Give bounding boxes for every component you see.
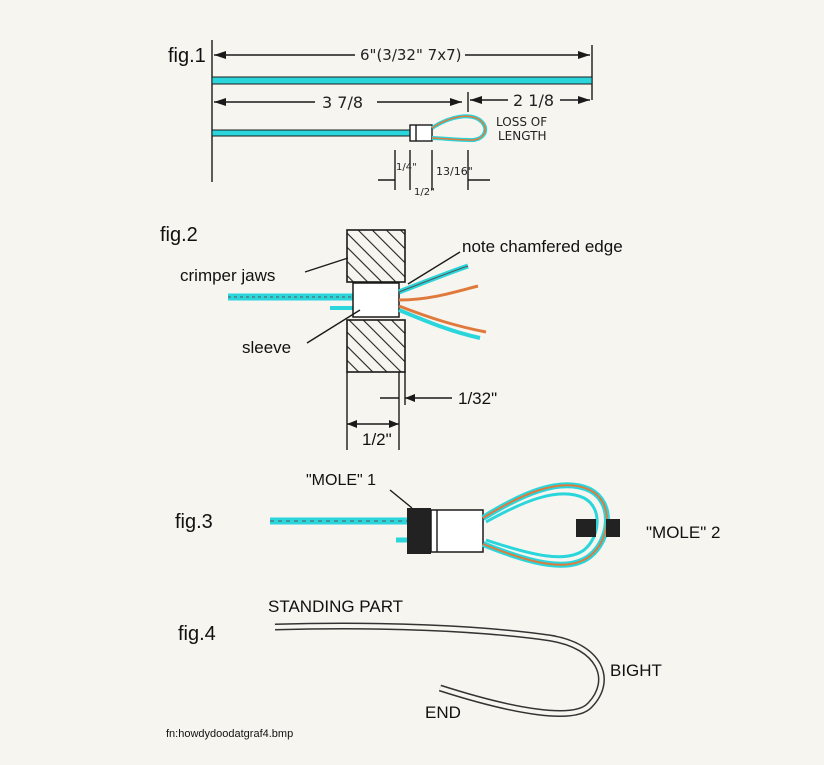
fig2-leader-jaws [304,257,349,273]
fig1-eye-loop [430,114,488,143]
fig2-strand-orange-lower [398,304,487,334]
figure-3: fig.3 "MOLE" 1 "MOLE" 2 [175,472,720,568]
fig1-label-mask [508,89,560,109]
fig3-mole2 [576,519,596,537]
fig1-right-length: 2 1/8 [513,91,554,110]
fig3-mole1 [407,508,431,554]
fig3-eye-inner [485,492,599,559]
fig1-arrowhead [578,96,590,104]
fig1-label-mask [355,42,465,64]
fig4-end: END [425,703,461,722]
fig1-dim-thirteen: 13/16" [436,165,473,178]
fig2-lower-jaw [346,319,406,373]
fig1-arrowhead [578,51,590,59]
fig1-arrowhead [470,96,482,104]
fig2-width-label: 1/2" [362,430,392,449]
fig2-upper-jaw [346,229,406,283]
footer-filename: fn:howdydoodatgraf4.bmp [166,728,293,740]
fig2-label: fig.2 [160,224,198,246]
fig3-mole2-jaw [606,519,620,537]
fig3-mole1-label: "MOLE" 1 [306,472,376,489]
fig2-gap-label: 1/32" [458,389,497,408]
fig1-overall-length: 6"(3/32" 7x7) [360,46,461,64]
fig2-leader-sleeve [306,309,361,344]
fig1-arrowhead [214,98,226,106]
fig1-dim-half: 1/2" [414,187,435,198]
figure-2: fig.2 note chamfered edge crimper jaws s… [160,224,623,450]
fig4-rope-core [274,624,604,716]
fig2-sleeve [352,282,400,318]
fig2-note-chamfer: note chamfered edge [462,237,623,256]
fig3-label: fig.3 [175,511,213,533]
fig3-leader-mole1 [389,489,413,509]
figure-1: fig.1 6"(3/32" 7x7) 3 7/8 2 1/8 LOSS OF … [168,40,593,198]
fig2-strand-upper-edge [398,265,469,293]
fig1-cable-full [211,76,593,85]
fig1-label: fig.1 [168,45,206,67]
fig4-standing-part: STANDING PART [268,597,403,616]
fig1-label-mask [315,91,377,111]
fig1-eye-strand [431,115,486,141]
fig2-crimper-jaws-label: crimper jaws [180,266,275,285]
fig1-dim-quarter: 1/4" [396,162,417,173]
fig3-sleeve [430,509,484,553]
fig2-strand-lower [398,308,481,340]
fig1-arrowhead [214,51,226,59]
fig2-arrowhead [405,394,415,402]
fig1-arrowhead [450,98,462,106]
fig1-cable-short [211,129,411,137]
figure-4: fig.4 STANDING PART BIGHT END [178,597,662,722]
fig2-leader-chamfer [407,251,461,285]
fig1-loss-label-2: LENGTH [498,129,546,143]
fig1-sleeve [409,124,433,142]
fig2-arrowhead [389,420,399,428]
fig1-loss-label: LOSS OF [496,115,547,129]
fig2-arrowhead [347,420,357,428]
fig4-bight: BIGHT [610,661,662,680]
fig2-sleeve-label: sleeve [242,338,291,357]
fig1-left-length: 3 7/8 [322,93,363,112]
fig4-label: fig.4 [178,623,216,645]
fig2-strand-orange [398,284,479,302]
fig3-mole2-label: "MOLE" 2 [646,523,720,542]
